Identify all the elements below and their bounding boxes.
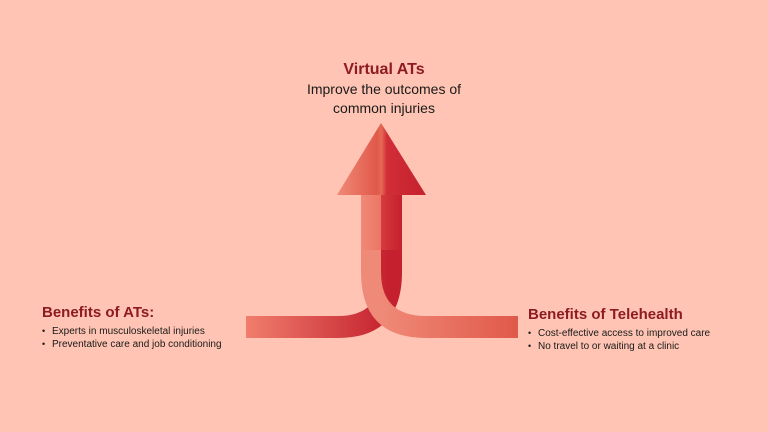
ats-benefits-block: Benefits of ATs: Experts in musculoskele… — [42, 304, 222, 351]
virtual-ats-title: Virtual ATs — [343, 61, 425, 78]
shaft-left-half — [361, 190, 381, 250]
telehealth-benefits-list: Cost-effective access to improved care N… — [528, 327, 710, 353]
shaft-right-half — [381, 190, 402, 250]
telehealth-benefits-title: Benefits of Telehealth — [528, 306, 683, 323]
ats-benefits-list: Experts in musculoskeletal injuries Prev… — [42, 325, 222, 351]
ats-benefits-title: Benefits of ATs: — [42, 304, 155, 321]
list-item: Preventative care and job conditioning — [42, 338, 222, 351]
virtual-ats-block: Virtual ATs Improve the outcomes of comm… — [0, 60, 768, 118]
virtual-ats-line-1: Improve the outcomes of — [306, 81, 462, 97]
list-item: Cost-effective access to improved care — [528, 327, 710, 340]
list-item: No travel to or waiting at a clinic — [528, 340, 710, 353]
list-item: Experts in musculoskeletal injuries — [42, 325, 222, 338]
arrow-head — [337, 123, 426, 195]
virtual-ats-line-2: common injuries — [333, 100, 435, 116]
telehealth-benefits-block: Benefits of Telehealth Cost-effective ac… — [528, 306, 710, 353]
